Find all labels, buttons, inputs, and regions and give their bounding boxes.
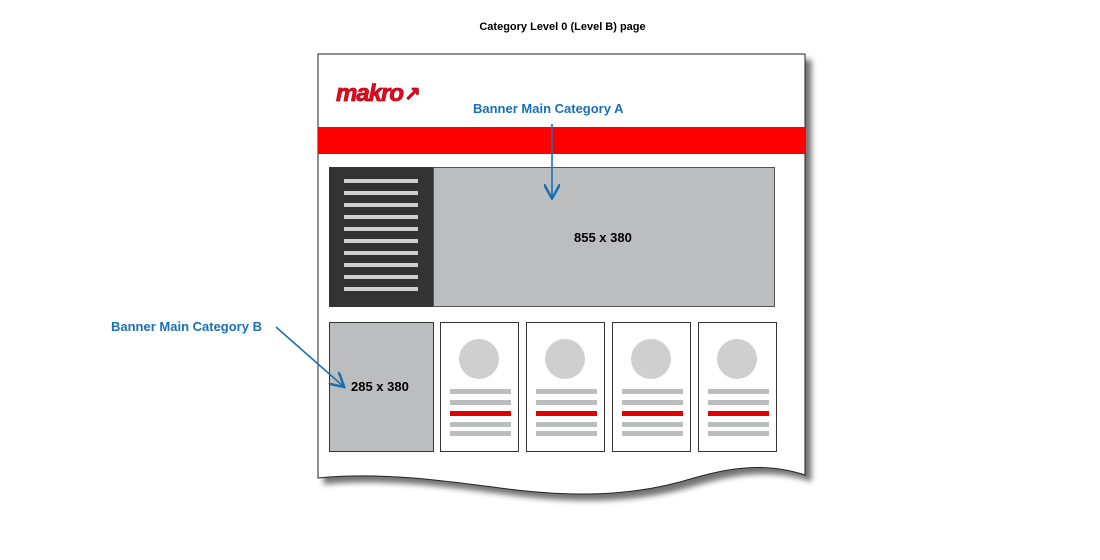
page-title: Category Level 0 (Level B) page bbox=[479, 21, 646, 33]
product-price-line bbox=[622, 411, 683, 416]
banner-main-category-b: 285 x 380 bbox=[329, 322, 434, 452]
product-text-line bbox=[450, 422, 511, 427]
product-text-line bbox=[708, 400, 769, 405]
product-text-line bbox=[622, 422, 683, 427]
product-image-placeholder bbox=[717, 339, 757, 379]
product-text-line bbox=[622, 400, 683, 405]
product-text-line bbox=[450, 431, 511, 436]
makro-logo: makro↗ bbox=[336, 80, 421, 107]
banner-b-callout: Banner Main Category B bbox=[111, 319, 262, 334]
product-image-placeholder bbox=[545, 339, 585, 379]
category-menu-panel bbox=[329, 167, 433, 307]
banner-a-size-label: 855 x 380 bbox=[574, 230, 632, 245]
banner-a-callout: Banner Main Category A bbox=[473, 101, 624, 116]
product-price-line bbox=[708, 411, 769, 416]
product-text-line bbox=[536, 431, 597, 436]
product-card bbox=[612, 322, 691, 452]
menu-line bbox=[344, 215, 418, 219]
menu-line bbox=[344, 275, 418, 279]
product-text-line bbox=[536, 400, 597, 405]
product-text-line bbox=[708, 431, 769, 436]
product-price-line bbox=[536, 411, 597, 416]
product-text-line bbox=[622, 389, 683, 394]
logo-arrow-icon: ↗ bbox=[404, 84, 421, 106]
menu-line bbox=[344, 191, 418, 195]
menu-line bbox=[344, 239, 418, 243]
menu-line bbox=[344, 263, 418, 267]
product-image-placeholder bbox=[459, 339, 499, 379]
product-image-placeholder bbox=[631, 339, 671, 379]
product-card bbox=[440, 322, 519, 452]
product-card bbox=[698, 322, 777, 452]
product-text-line bbox=[536, 422, 597, 427]
product-text-line bbox=[536, 389, 597, 394]
menu-line bbox=[344, 251, 418, 255]
product-text-line bbox=[622, 431, 683, 436]
menu-line bbox=[344, 203, 418, 207]
product-card bbox=[526, 322, 605, 452]
product-text-line bbox=[708, 422, 769, 427]
product-text-line bbox=[708, 389, 769, 394]
menu-line bbox=[344, 227, 418, 231]
product-text-line bbox=[450, 400, 511, 405]
product-text-line bbox=[450, 389, 511, 394]
banner-main-category-a: 855 x 380 bbox=[433, 167, 775, 307]
banner-b-size-label: 285 x 380 bbox=[351, 379, 409, 394]
menu-line bbox=[344, 179, 418, 183]
logo-text: makro bbox=[336, 80, 405, 107]
header-red-bar bbox=[318, 127, 805, 154]
product-price-line bbox=[450, 411, 511, 416]
menu-line bbox=[344, 287, 418, 291]
